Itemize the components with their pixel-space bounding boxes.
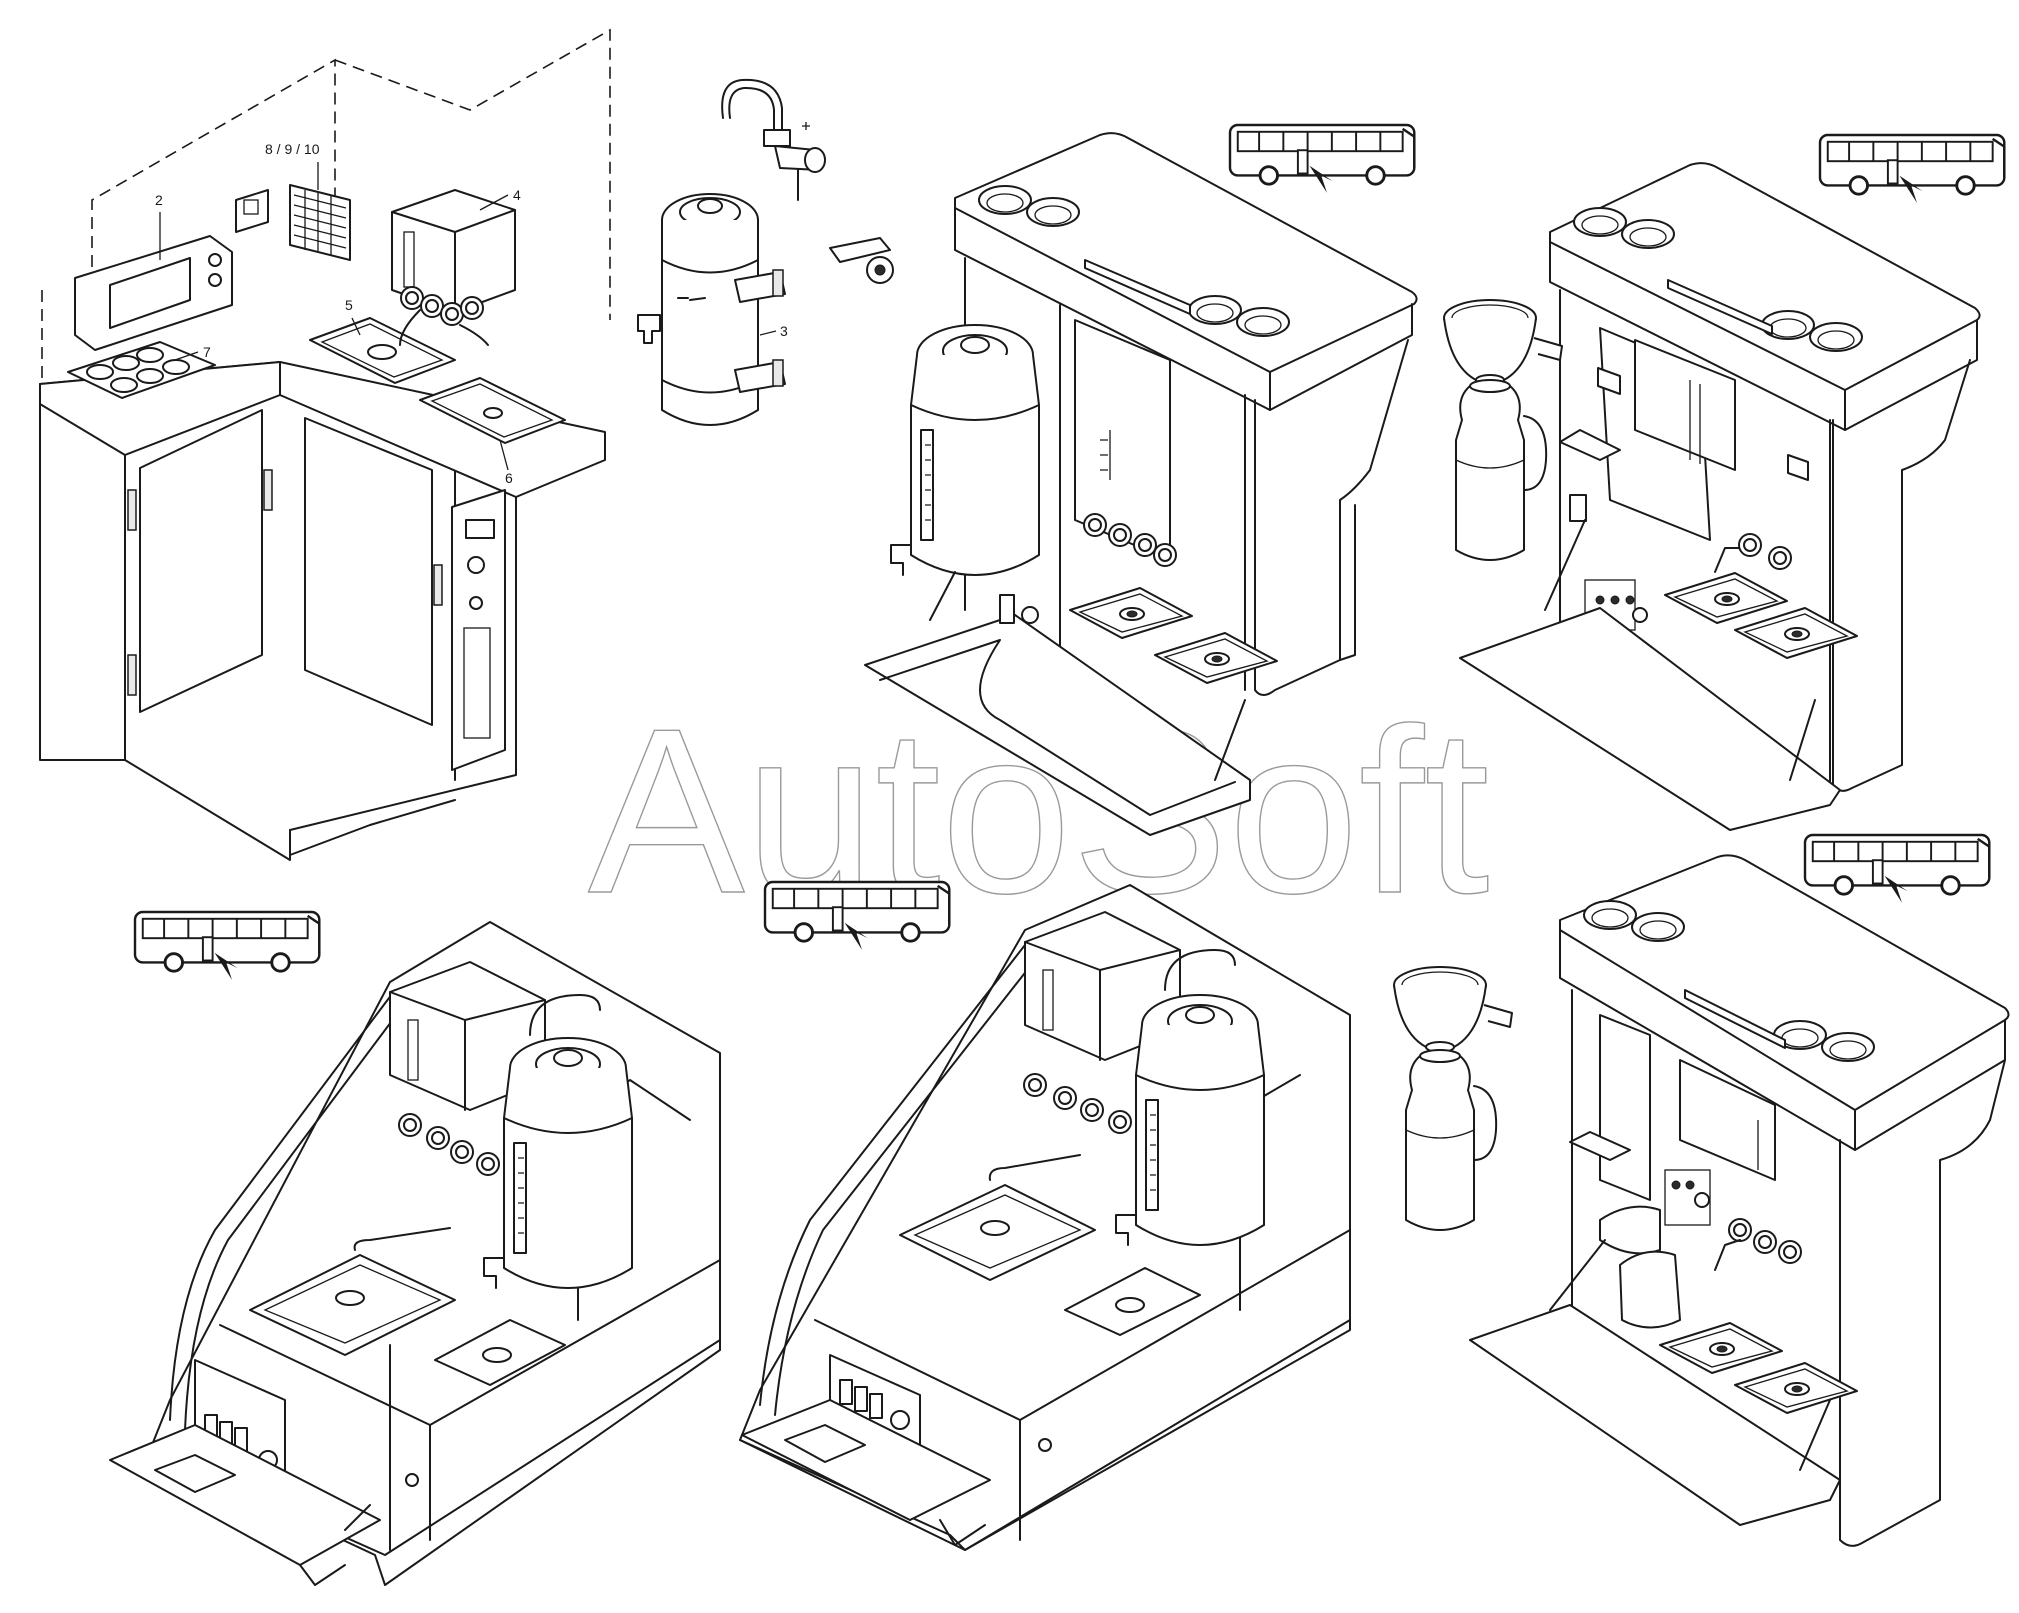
galley-cabinet-open-coffee-view-b <box>1393 854 2010 1547</box>
galley-cabinet-side-view-b <box>739 884 1351 1551</box>
bus-locator-icon <box>133 910 321 982</box>
callout-5: 5 <box>345 297 353 313</box>
callout-6: 6 <box>505 470 513 486</box>
galley-cabinet-closed-side-view <box>109 921 721 1586</box>
galley-assembly-view: 2 4 5 6 7 8 / 9 / 10 <box>39 28 611 861</box>
bus-locator-icon <box>1818 133 2006 205</box>
galley-cabinet-open-urn-view <box>864 132 1418 836</box>
bus-locator-icon <box>1228 123 1416 195</box>
callout-4: 4 <box>513 187 521 203</box>
callout-2: 2 <box>155 192 163 208</box>
galley-cabinet-open-coffee-view <box>1443 162 1981 831</box>
callout-8-9-10: 8 / 9 / 10 <box>265 141 320 157</box>
bus-locator-icon <box>1803 833 1991 905</box>
callout-7: 7 <box>203 344 211 360</box>
water-heater-exploded-view: 3 <box>637 78 894 426</box>
callout-3: 3 <box>780 323 788 339</box>
